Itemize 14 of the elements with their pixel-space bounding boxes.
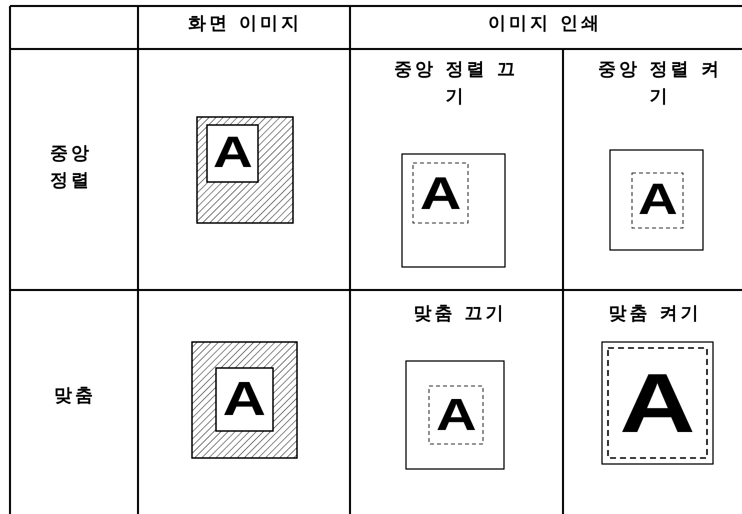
sample-letter: A [620, 372, 696, 434]
option-label: 맞춤 끄기 [412, 302, 508, 326]
sample-letter: A [222, 382, 266, 418]
sample-letter: A [638, 184, 678, 217]
column-header: 화면 이미지 [186, 12, 304, 36]
option-label: 중앙 정렬 켜기 [597, 58, 723, 109]
row-header: 맞춤 [53, 384, 97, 408]
option-label: 중앙 정렬 끄기 [393, 58, 519, 109]
sample-letter: A [212, 137, 252, 170]
column-header: 이미지 인쇄 [486, 12, 604, 36]
sample-letter: A [420, 176, 462, 210]
row-header: 중앙 정렬 [49, 142, 93, 193]
option-label: 맞춤 켜기 [607, 302, 703, 326]
sample-letter: A [436, 398, 476, 432]
